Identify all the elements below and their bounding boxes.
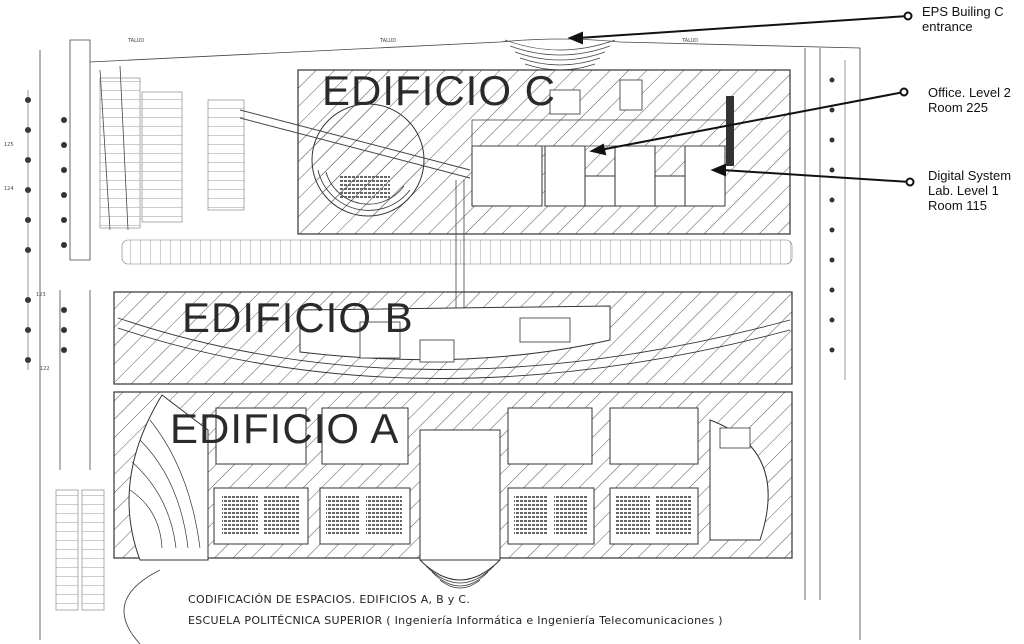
parking-areas (55, 77, 793, 611)
building-b-plan (113, 291, 793, 385)
building-c-plan (239, 69, 791, 235)
caption-line1: CODIFICACIÓN DE ESPACIOS. EDIFICIOS A, B… (188, 593, 471, 606)
callout-office: Office. Level 2 Room 225 (928, 85, 1011, 115)
callout-arrows (567, 11, 915, 187)
callout-lab-line3: Room 115 (928, 198, 988, 213)
label-123: 123 (36, 292, 46, 298)
callout-entrance: EPS Builing C entrance (922, 4, 1004, 34)
callout-lab: Digital System Lab. Level 1 Room 115 (928, 168, 1011, 213)
site-outline (39, 38, 861, 640)
label-125: 125 (4, 142, 14, 148)
callout-office-line2: Room 225 (928, 100, 988, 115)
label-talud-1: TALUD (127, 38, 144, 44)
callout-office-line1: Office. Level 2 (928, 85, 1011, 100)
building-a-plan (113, 391, 793, 589)
callout-entrance-line2: entrance (922, 19, 973, 34)
callout-lab-line1: Digital System (928, 168, 1012, 183)
building-a-label: EDIFICIO A (170, 405, 400, 452)
label-talud-3: TALUD (681, 38, 698, 44)
building-c-label: EDIFICIO C (322, 67, 557, 114)
label-talud-2: TALUD (379, 38, 396, 44)
caption-line2: ESCUELA POLITÉCNICA SUPERIOR ( Ingenierí… (188, 614, 723, 627)
callout-entrance-line1: EPS Builing C (922, 4, 1004, 19)
label-122: 122 (40, 366, 50, 372)
label-124: 124 (4, 186, 14, 192)
roundabout-arc (123, 569, 161, 644)
entrance-canopy (504, 39, 616, 71)
building-b-label: EDIFICIO B (182, 294, 414, 341)
callout-lab-line2: Lab. Level 1 (928, 183, 999, 198)
